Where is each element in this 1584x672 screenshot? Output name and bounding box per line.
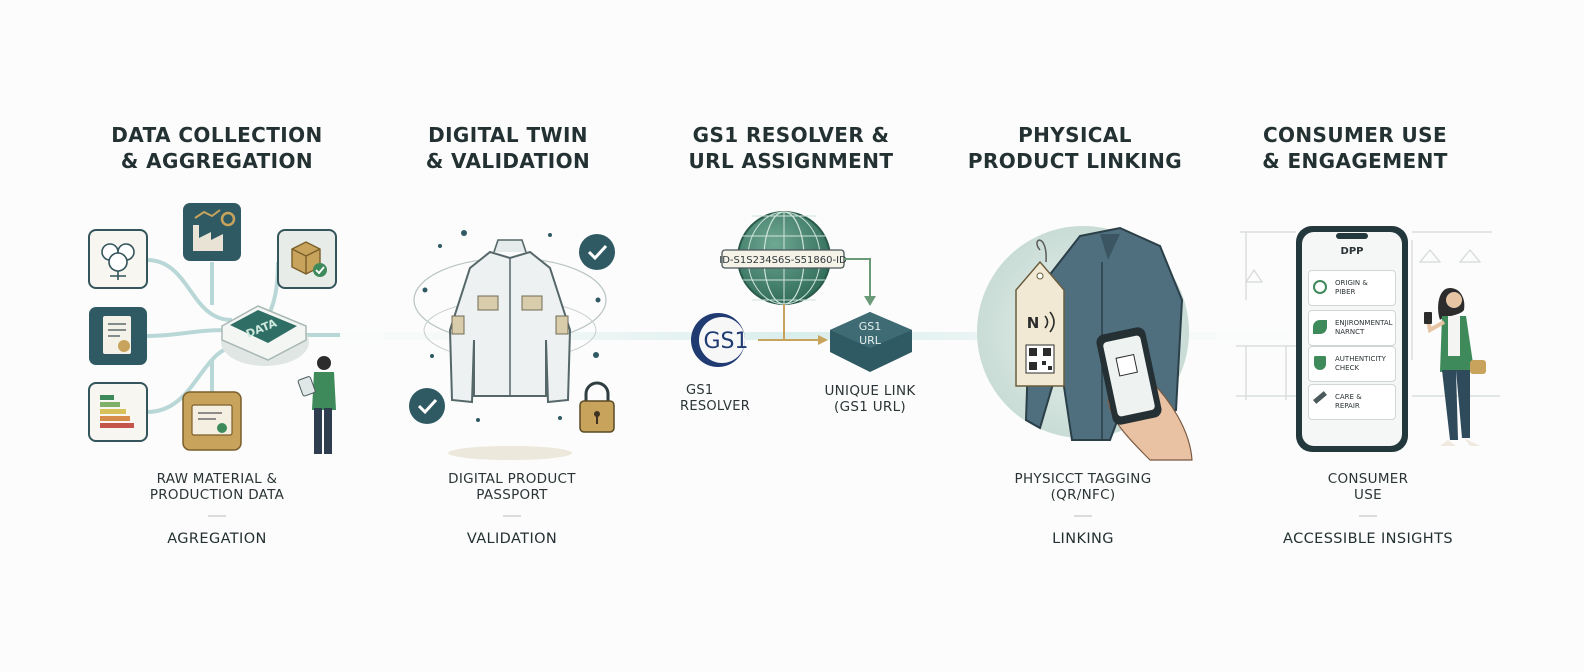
stage-1-illustration: DATA bbox=[88, 203, 340, 454]
stage-2-footer: VALIDATION bbox=[466, 531, 558, 547]
stage-1-caption: RAW MATERIAL &PRODUCTION DATA bbox=[149, 471, 285, 503]
stage-3-illustration: ID-S1S234S6S-S51860-ID GS1 GS1 URL bbox=[691, 211, 912, 372]
phone-qr-icon bbox=[1115, 353, 1138, 377]
stage-4-footer: LINKING bbox=[1052, 531, 1114, 547]
leaf-icon bbox=[1313, 320, 1327, 334]
stage-3-title: GS1 RESOLVER &URL ASSIGNMENT bbox=[688, 123, 894, 173]
stage-1-footer: AGREGATION bbox=[167, 531, 267, 547]
jacket-digital-twin bbox=[448, 239, 572, 404]
divider bbox=[208, 515, 226, 517]
nfc-icon: N bbox=[1027, 314, 1040, 332]
cotton-icon bbox=[88, 229, 148, 289]
padlock-icon bbox=[579, 381, 615, 433]
gs1-logo: GS1 bbox=[691, 313, 749, 367]
gs1-resolver-label: GS1 RESOLVER bbox=[680, 383, 751, 414]
package-check-icon bbox=[277, 229, 337, 289]
dpp-phone-screen: DPP bbox=[1302, 240, 1402, 267]
stage-5-title: CONSUMER USE& ENGAGEMENT bbox=[1262, 123, 1448, 173]
stage-5-footer: ACCESSIBLE INSIGHTS bbox=[1283, 531, 1453, 547]
divider bbox=[1074, 515, 1092, 517]
stage-1-title: DATA COLLECTION& AGGREGATION bbox=[111, 123, 323, 173]
phone-item-care[interactable]: CARE &REPAIR bbox=[1308, 384, 1396, 420]
document-certificate-icon bbox=[89, 307, 147, 365]
woman-with-phone bbox=[1424, 288, 1486, 446]
phone-item-origin[interactable]: ORIGIN &PIBER bbox=[1308, 270, 1396, 306]
hang-tag: N bbox=[1015, 239, 1065, 387]
product-id-tag: ID-S1S234S6S-S51860-ID bbox=[719, 249, 847, 269]
data-hub: DATA bbox=[221, 305, 309, 366]
certificate-icon bbox=[182, 391, 242, 451]
globe-icon bbox=[1313, 280, 1327, 294]
shield-check-icon bbox=[1314, 356, 1326, 370]
factory-icon bbox=[183, 203, 241, 261]
phone-header: DPP bbox=[1340, 246, 1364, 257]
divider bbox=[1359, 515, 1377, 517]
stage-4-caption: PHYSICCT TAGGING(QR/NFC) bbox=[1014, 471, 1152, 503]
gs1-url-line-1: GS1 bbox=[859, 320, 882, 333]
product-id-text: ID-S1S234S6S-S51860-ID bbox=[719, 255, 847, 266]
verified-check-icon bbox=[409, 388, 445, 424]
stage-2-illustration bbox=[409, 230, 615, 460]
validation-check-icon bbox=[579, 234, 615, 270]
gs1-logo-text: GS1 bbox=[703, 329, 748, 354]
gs1-url-box: GS1 URL bbox=[830, 312, 912, 372]
energy-label-icon bbox=[88, 382, 148, 442]
stage-4-illustration: N bbox=[977, 226, 1193, 461]
light-beam bbox=[300, 332, 1300, 340]
phone-scanning bbox=[1096, 327, 1193, 461]
unique-link-label: UNIQUE LINK (GS1 URL) bbox=[824, 383, 916, 415]
gs1-url-line-2: URL bbox=[859, 334, 882, 347]
cafe-background bbox=[1236, 231, 1500, 400]
person-with-tablet bbox=[297, 356, 336, 454]
stage-2-title: DIGITAL TWIN& VALIDATION bbox=[425, 123, 591, 173]
divider bbox=[503, 515, 521, 517]
wrench-icon bbox=[1313, 391, 1327, 404]
